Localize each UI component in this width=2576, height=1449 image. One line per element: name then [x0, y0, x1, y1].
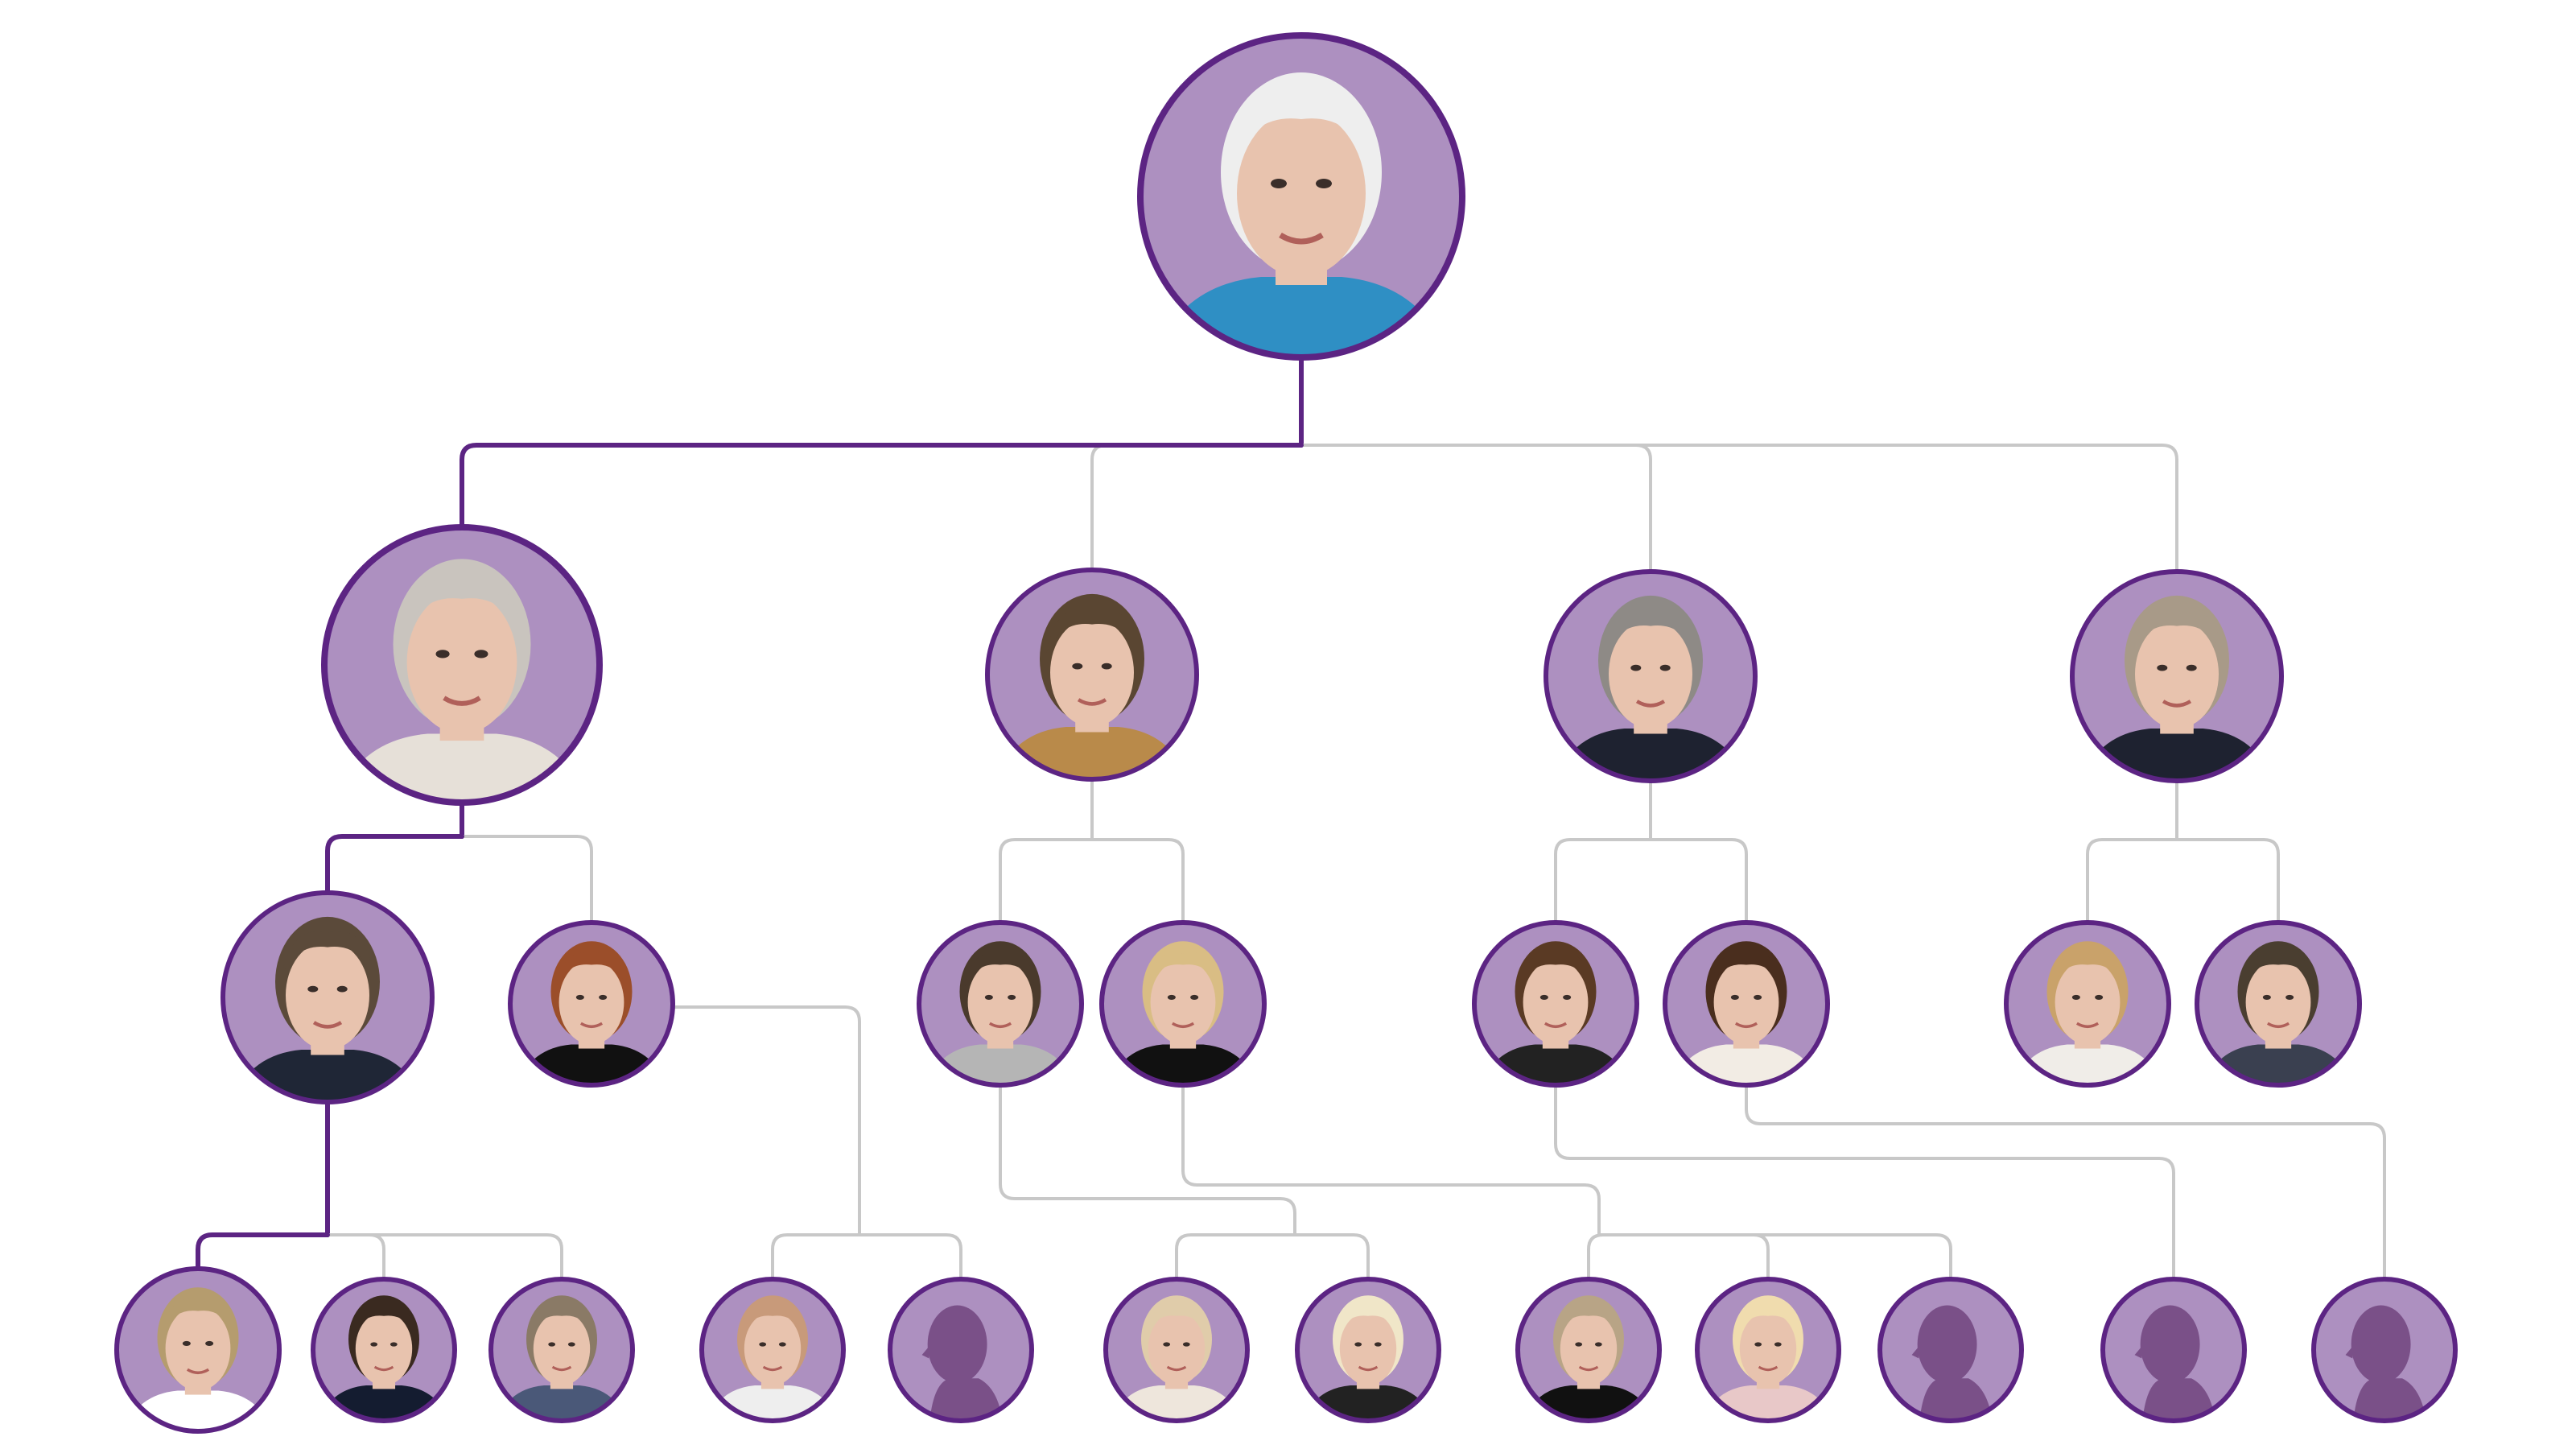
node-border	[114, 1266, 282, 1434]
node-border	[1099, 920, 1267, 1088]
portrait-photo	[2201, 941, 2355, 1085]
person-node-peter[interactable]	[917, 920, 1084, 1093]
person-node-beatrice[interactable]	[1472, 920, 1639, 1093]
person-node-anne[interactable]	[985, 568, 1199, 790]
connector-beatrice	[1554, 838, 1652, 924]
node-border	[2100, 1277, 2247, 1423]
connector-beatrice	[1554, 1084, 2175, 1281]
person-node-lena[interactable]	[1695, 1277, 1841, 1428]
connector-unknown-1	[858, 1233, 962, 1281]
connector-george	[196, 1232, 330, 1271]
connector-louise	[2086, 838, 2178, 924]
node-border	[321, 524, 603, 806]
person-node-isla[interactable]	[1295, 1277, 1441, 1428]
person-node-unknown-2[interactable]	[1877, 1277, 2024, 1428]
node-border	[1663, 920, 1830, 1088]
connector-louis	[326, 1233, 563, 1281]
node-border	[1695, 1277, 1841, 1423]
person-node-unknown-4[interactable]	[2311, 1277, 2458, 1428]
node-border	[1472, 920, 1639, 1088]
node-border	[508, 920, 675, 1088]
node-border	[1103, 1277, 1250, 1423]
person-node-louis[interactable]	[488, 1277, 635, 1428]
node-border	[2195, 920, 2362, 1088]
connector-mia	[1587, 1233, 1605, 1281]
person-node-unknown-1[interactable]	[888, 1277, 1034, 1428]
portrait-photo	[494, 1295, 629, 1421]
connector-lines	[196, 355, 2386, 1281]
person-node-unknown-3[interactable]	[2100, 1277, 2247, 1428]
connector-archie	[771, 1233, 861, 1281]
silhouette-icon	[2134, 1305, 2216, 1421]
person-node-queen[interactable]	[1137, 32, 1465, 374]
portrait-photo	[1106, 941, 1260, 1085]
connector-james	[2175, 838, 2280, 924]
node-border	[311, 1277, 457, 1423]
person-node-louise[interactable]	[2004, 920, 2171, 1093]
connector-eugenie	[1745, 1084, 2386, 1281]
connector-andrew	[1300, 444, 1652, 573]
portrait-photo	[1521, 1295, 1656, 1421]
connector-zara	[1090, 838, 1185, 924]
connector-harry	[671, 1005, 861, 1236]
connector-harry	[460, 835, 593, 924]
connector-savannah	[1175, 1233, 1296, 1281]
node-border	[2070, 569, 2284, 783]
node-border	[1295, 1277, 1441, 1423]
connector-isla	[1293, 1233, 1370, 1281]
node-border	[2311, 1277, 2458, 1423]
node-border	[1877, 1277, 2024, 1423]
connector-peter	[999, 1084, 1296, 1236]
person-node-andrew[interactable]	[1544, 569, 1758, 791]
connector-charles	[460, 443, 1304, 530]
connector-lena	[1597, 1233, 1770, 1281]
connector-william	[325, 834, 464, 895]
node-border	[917, 920, 1084, 1088]
connector-anne	[1090, 444, 1303, 572]
node-border	[488, 1277, 635, 1423]
person-node-savannah[interactable]	[1103, 1277, 1250, 1428]
node-border	[888, 1277, 1034, 1423]
person-node-harry[interactable]	[508, 920, 675, 1093]
person-node-mia[interactable]	[1515, 1277, 1662, 1428]
person-node-james[interactable]	[2195, 920, 2362, 1093]
node-border	[985, 568, 1199, 782]
person-node-charlotte[interactable]	[311, 1277, 457, 1428]
connector-peter	[999, 838, 1094, 924]
node-border	[221, 890, 435, 1104]
connector-eugenie	[1649, 838, 1748, 924]
person-node-zara[interactable]	[1099, 920, 1267, 1093]
connector-charlotte	[326, 1233, 385, 1281]
node-border	[2004, 920, 2171, 1088]
connector-unknown-2	[1597, 1233, 1952, 1281]
person-nodes	[114, 32, 2458, 1439]
person-node-william[interactable]	[221, 890, 435, 1113]
person-node-eugenie[interactable]	[1663, 920, 1830, 1093]
node-border	[1544, 569, 1758, 783]
portrait-photo	[2010, 941, 2165, 1085]
node-border	[699, 1277, 846, 1423]
node-border	[1515, 1277, 1662, 1423]
person-node-charles[interactable]	[321, 524, 603, 816]
person-node-george[interactable]	[114, 1266, 282, 1439]
connector-zara	[1181, 1084, 1601, 1236]
person-node-edward[interactable]	[2070, 569, 2284, 791]
node-border	[1137, 32, 1465, 361]
person-node-archie[interactable]	[699, 1277, 846, 1428]
portrait-photo	[1700, 1295, 1836, 1421]
connector-edward	[1300, 444, 2178, 573]
